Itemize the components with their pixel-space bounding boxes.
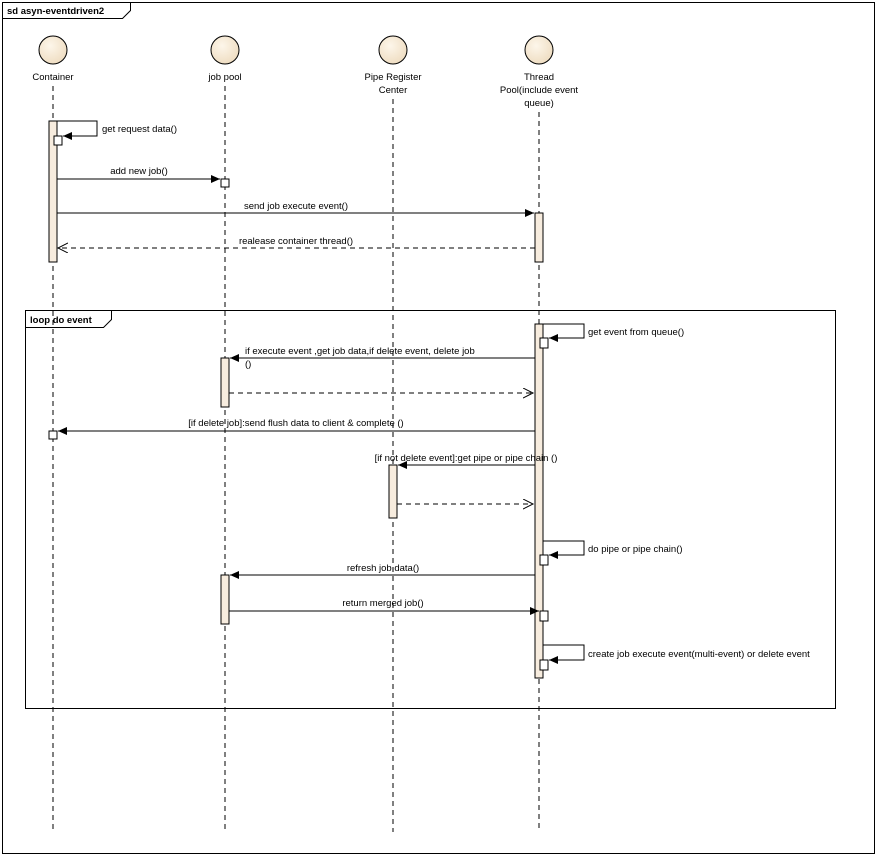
message-get-event-from-queue — [543, 323, 585, 342]
message-label: return merged job() — [342, 598, 423, 609]
lifeline-label: Center — [379, 85, 408, 96]
lifeline-label: job pool — [207, 72, 241, 83]
pipe-register-activation — [388, 464, 398, 519]
job-pool-activation-refresh — [220, 574, 230, 625]
loop-label: loop do event — [30, 315, 93, 326]
message-label: [if not delete event]:get pipe or pipe c… — [375, 453, 558, 464]
thread-pool-activation-send — [534, 212, 544, 263]
lifeline-label: Pipe Register — [364, 72, 421, 83]
message-do-pipe-chain — [543, 540, 585, 559]
message-create-job-execute-event — [543, 644, 585, 664]
job-pool-activation-add — [220, 178, 230, 188]
message-label: realease container thread() — [239, 236, 353, 247]
thread-pool-head-icon — [524, 35, 554, 65]
message-label: create job execute event(multi-event) or… — [588, 649, 810, 660]
job-pool-activation-get — [220, 357, 230, 408]
message-label: if execute event ,get job data,if delete… — [245, 346, 475, 357]
lifeline-container: Container — [32, 35, 74, 832]
lifeline-label: Container — [32, 72, 73, 83]
lifeline-pipe-register-center: Pipe Register Center — [364, 35, 422, 832]
loop-fragment-tab — [25, 310, 112, 328]
message-label: add new job() — [110, 166, 168, 177]
lifeline-label: Pool(include event — [500, 85, 579, 96]
message-label: send job execute event() — [244, 201, 348, 212]
message-get-request-data — [57, 120, 98, 140]
thread-pool-activation-merged — [539, 610, 549, 622]
message-label: get request data() — [102, 124, 177, 135]
lifeline-label: Thread — [524, 72, 554, 83]
message-label: get event from queue() — [588, 327, 684, 338]
thread-pool-self-activation-queue — [539, 337, 549, 349]
message-label: () — [245, 359, 251, 370]
message-label: do pipe or pipe chain() — [588, 544, 683, 555]
loop-fragment — [25, 310, 836, 709]
container-activation — [48, 120, 58, 263]
message-label: refresh job data() — [347, 563, 419, 574]
thread-pool-activation-loop — [534, 323, 544, 679]
lifeline-label: queue) — [524, 98, 554, 109]
container-head-icon — [38, 35, 68, 65]
lifeline-job-pool: job pool — [207, 35, 242, 832]
frame-title: sd asyn-eventdriven2 — [7, 6, 104, 17]
container-activation-flush — [48, 430, 58, 440]
container-self-activation — [53, 135, 63, 146]
thread-pool-self-activation-create — [539, 659, 549, 671]
job-pool-head-icon — [210, 35, 240, 65]
thread-pool-self-activation-pipe — [539, 554, 549, 566]
frame-title-tab — [2, 2, 131, 19]
message-label: [if delete job]:send flush data to clien… — [188, 418, 403, 429]
pipe-register-head-icon — [378, 35, 408, 65]
